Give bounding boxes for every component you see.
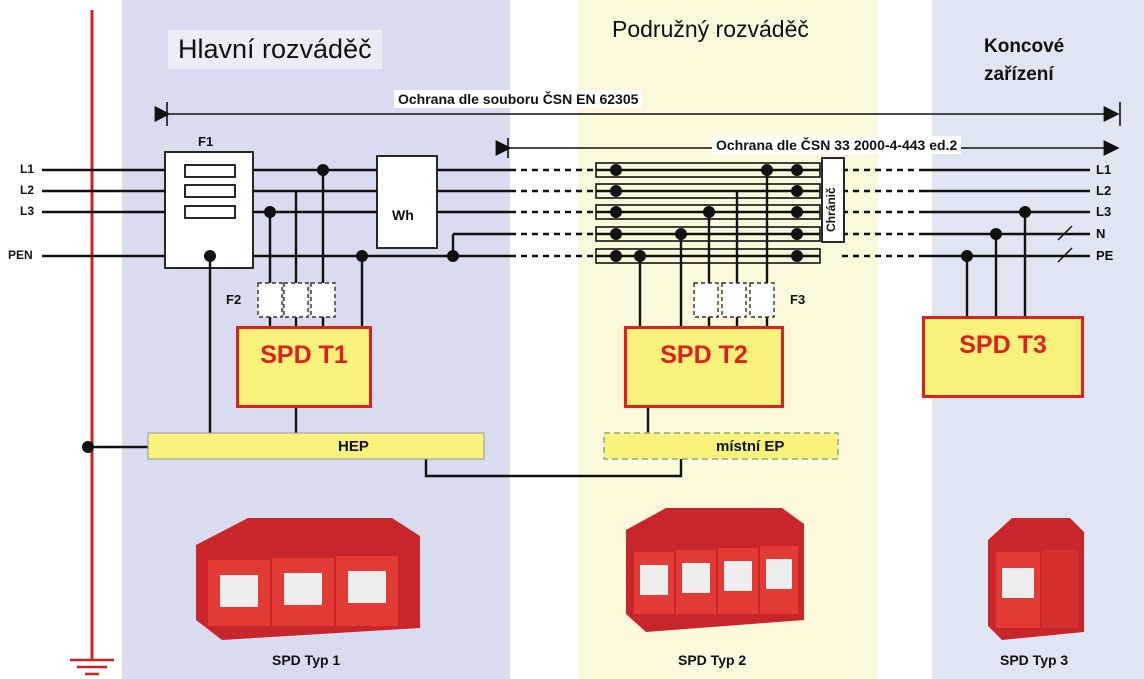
fuse-f1 [164, 151, 254, 269]
main-bonding-label: HEP [338, 438, 369, 455]
fuse-f2-label: F2 [226, 292, 242, 307]
spd-type3-caption: SPD Typ 3 [1000, 652, 1069, 668]
main-bonding-bar [147, 432, 485, 460]
conductor-label-l1-left: L1 [20, 162, 35, 176]
spd-type1-device-icon [196, 518, 420, 640]
conductor-label-l2-left: L2 [20, 183, 35, 197]
fuse-f3-label: F3 [790, 292, 806, 307]
end-device-title-line2: zařízení [984, 64, 1054, 85]
spd-type2-caption: SPD Typ 2 [678, 652, 747, 668]
rcd-label: Chránič [824, 187, 838, 232]
local-bonding-bar [603, 432, 839, 460]
protection-range-arrow-62305 [154, 102, 1121, 126]
spd-t1-box: SPD T1 [236, 326, 372, 408]
conductor-label-pe-right: PE [1096, 248, 1114, 263]
local-bonding-label: místní EP [716, 438, 785, 455]
spd-t2-box: SPD T2 [624, 326, 784, 408]
sub-distribution-title: Podružný rozváděč [602, 12, 819, 47]
fuse-f1-label: F1 [198, 134, 214, 149]
spd-type1-caption: SPD Typ 1 [272, 652, 341, 668]
main-distribution-title: Hlavní rozváděč [168, 30, 382, 69]
spd-type2-device-icon [626, 508, 804, 632]
fuse-f2 [257, 282, 336, 318]
meter-label: Wh [392, 207, 414, 223]
conductor-label-l2-right: L2 [1096, 183, 1112, 198]
earth-symbol-icon [70, 658, 114, 676]
switch-symbol-icon [1057, 225, 1073, 263]
conductor-label-pen-left: PEN [8, 248, 33, 262]
rcd-breaker [821, 157, 845, 243]
energy-meter [376, 155, 438, 249]
conductor-label-l3-right: L3 [1096, 204, 1112, 219]
fuse-f3 [693, 282, 775, 318]
conductor-label-l1-right: L1 [1096, 162, 1112, 177]
end-device-title-line1: Koncové [984, 36, 1065, 57]
conductor-label-n-right: N [1096, 226, 1106, 241]
spd-t3-wiring [965, 212, 1027, 318]
conductor-label-l3-left: L3 [20, 204, 35, 218]
spd-type3-device-icon [988, 518, 1084, 640]
protection-443-label: Ochrana dle ČSN 33 2000-4-443 ed.2 [712, 136, 962, 154]
spd-t3-box: SPD T3 [922, 316, 1084, 398]
protection-62305-label: Ochrana dle souboru ČSN EN 62305 [394, 90, 643, 108]
